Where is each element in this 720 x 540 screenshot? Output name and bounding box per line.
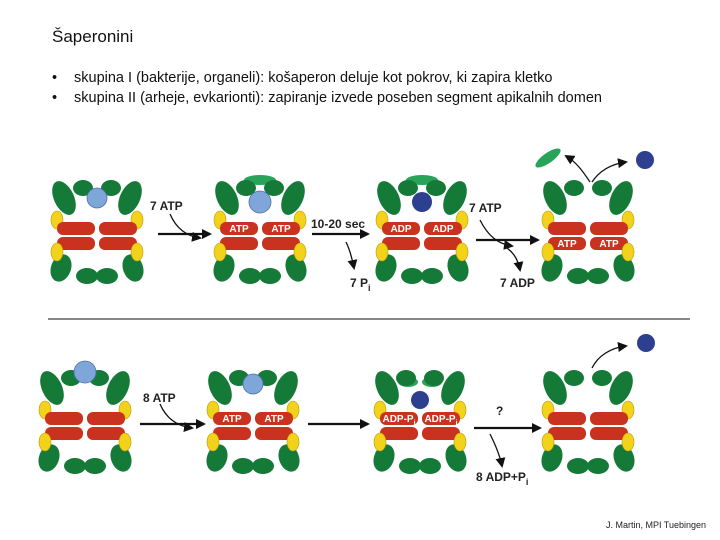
substrate-protein-icon — [86, 187, 108, 209]
g2-state-release — [537, 367, 639, 475]
curved-arrow-icon — [345, 241, 358, 270]
curved-arrow-icon — [159, 403, 194, 432]
label-question: ? — [496, 404, 503, 418]
g2-state-empty — [34, 360, 136, 475]
bar-label: ADP-Pi — [424, 414, 457, 427]
bullet-list: • skupina I (bakterije, organeli): košap… — [52, 68, 602, 108]
label-time: 10-20 sec — [311, 217, 365, 231]
label-7-pi: 7 Pi — [350, 276, 371, 293]
bullet-text: skupina II (arheje, evkarionti): zapiran… — [74, 90, 602, 106]
bullet-item: • skupina I (bakterije, organeli): košap… — [52, 68, 602, 88]
label-8-adp-pi: 8 ADP+Pi — [476, 470, 528, 487]
released-protein-icon — [636, 151, 654, 169]
g1-state-release: ATP ATP — [537, 177, 639, 285]
substrate-protein-icon — [242, 373, 264, 395]
g1-state-empty — [46, 177, 148, 285]
curved-arrow-icon — [564, 154, 591, 183]
g1-state-adp: ADP ADP — [371, 175, 473, 285]
curved-arrow-icon — [591, 158, 628, 183]
bullet-marker: • — [52, 70, 58, 86]
bullet-item: • skupina II (arheje, evkarionti): zapir… — [52, 88, 602, 108]
g2-state-closed: ADP-Pi ADP-Pi — [369, 367, 471, 475]
curved-arrow-icon — [479, 219, 514, 250]
curved-arrow-icon — [489, 433, 506, 468]
bar-label: ATP — [229, 224, 249, 235]
curved-arrow-icon — [503, 245, 524, 272]
label-7-adp: 7 ADP — [500, 276, 535, 290]
bar-label: ADP — [432, 224, 453, 235]
bar-label: ATP — [264, 414, 284, 425]
label-7-atp: 7 ATP — [469, 201, 502, 215]
folded-protein-icon — [412, 192, 432, 212]
slide-title: Šaperonini — [52, 27, 134, 46]
bar-label: ADP-Pi — [382, 414, 415, 427]
bar-label: ATP — [557, 239, 577, 250]
substrate-protein-icon — [73, 360, 97, 384]
bullet-text: skupina I (bakterije, organeli): košaper… — [74, 70, 553, 86]
curved-arrow-icon — [591, 342, 628, 369]
g1-state-atp: ATP ATP — [209, 175, 311, 285]
bar-label: ADP — [390, 224, 411, 235]
bar-label: ATP — [271, 224, 291, 235]
substrate-protein-icon — [248, 190, 272, 214]
bar-label: ATP — [599, 239, 619, 250]
label-7-atp: 7 ATP — [150, 199, 183, 213]
bar-label: ATP — [222, 414, 242, 425]
folded-protein-icon — [411, 391, 429, 409]
label-8-atp: 8 ATP — [143, 391, 176, 405]
released-lid-icon — [535, 148, 561, 168]
image-credit: J. Martin, MPI Tuebingen — [605, 520, 706, 530]
curved-arrow-icon — [169, 213, 202, 242]
g2-state-atp: ATP ATP — [202, 367, 304, 475]
released-protein-icon — [637, 334, 655, 352]
bullet-marker: • — [52, 90, 58, 106]
